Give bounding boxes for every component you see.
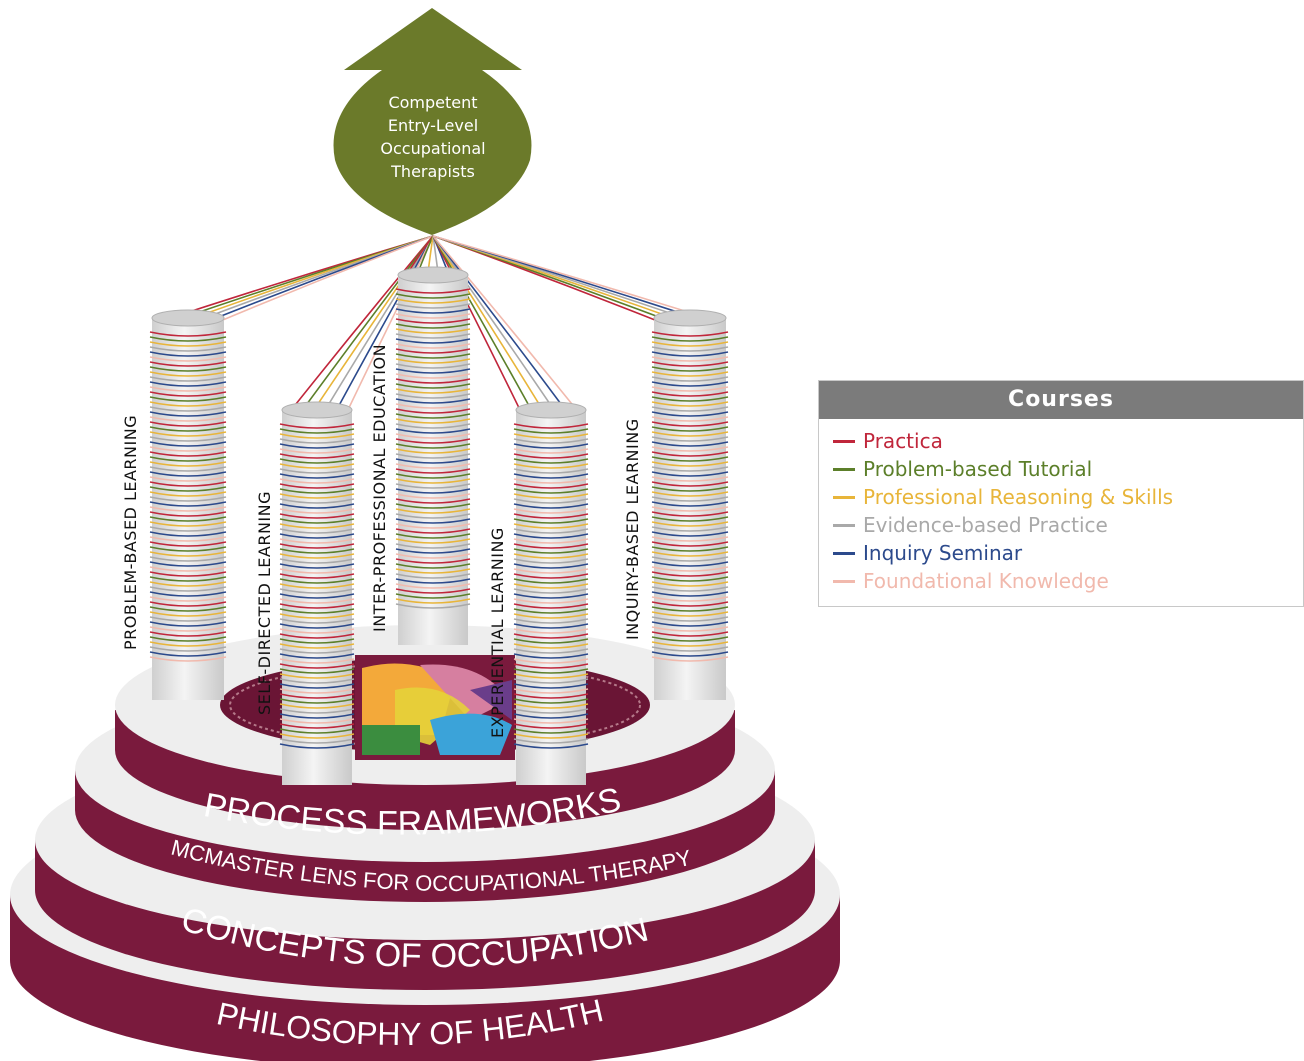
- course-thread: [217, 235, 434, 323]
- legend-swatch: [833, 551, 855, 555]
- pillar-label-inter-professional-education: INTER-PROFESSIONAL EDUCATION: [370, 344, 389, 632]
- legend-title: Courses: [819, 381, 1303, 419]
- course-thread: [432, 235, 697, 323]
- goal-line-4: Therapists: [390, 162, 475, 181]
- legend-label: Foundational Knowledge: [863, 569, 1109, 593]
- legend-label: Professional Reasoning & Skills: [863, 485, 1174, 509]
- legend-swatch: [833, 467, 855, 471]
- legend-swatch: [833, 579, 855, 583]
- legend-item: Evidence-based Practice: [833, 511, 1303, 539]
- course-thread: [432, 235, 570, 415]
- course-thread: [432, 235, 535, 415]
- goal-line-2: Entry-Level: [388, 116, 478, 135]
- goal-shape: Competent Entry-Level Occupational Thera…: [333, 8, 532, 235]
- legend-item: Inquiry Seminar: [833, 539, 1303, 567]
- course-thread: [333, 235, 434, 415]
- legend-swatch: [833, 439, 855, 443]
- goal-line-3: Occupational: [380, 139, 485, 158]
- pillar-label-problem-based-learning: PROBLEM-BASED LEARNING: [121, 415, 140, 650]
- legend-swatch: [833, 523, 855, 527]
- pillar-label-experiential-learning: EXPERIENTIAL LEARNING: [488, 527, 507, 738]
- course-thread: [432, 235, 546, 415]
- pillar: [513, 401, 589, 785]
- course-thread: [287, 235, 434, 415]
- pillar: [651, 309, 729, 700]
- course-thread: [432, 235, 523, 415]
- legend-item: Foundational Knowledge: [833, 567, 1303, 595]
- legend-label: Evidence-based Practice: [863, 513, 1108, 537]
- legend-item: Professional Reasoning & Skills: [833, 483, 1303, 511]
- course-thread: [298, 235, 434, 415]
- course-thread: [432, 235, 558, 415]
- pillar-label-inquiry-based-learning: INQUIRY-BASED LEARNING: [623, 418, 642, 640]
- legend-label: Practica: [863, 429, 943, 453]
- pillar: [279, 401, 355, 785]
- pillar-label-self-directed-learning: SELF-DIRECTED LEARNING: [255, 491, 274, 715]
- pillar: [395, 266, 471, 645]
- legend-label: Inquiry Seminar: [863, 541, 1023, 565]
- goal-line-1: Competent: [388, 93, 477, 112]
- pillars: [149, 266, 729, 785]
- pillar: [149, 309, 227, 700]
- legend-label: Problem-based Tutorial: [863, 457, 1093, 481]
- course-thread: [432, 235, 721, 323]
- legend-swatch: [833, 495, 855, 499]
- course-thread: [432, 235, 581, 415]
- course-thread: [345, 235, 434, 415]
- legend-item: Problem-based Tutorial: [833, 455, 1303, 483]
- course-thread: [322, 235, 434, 415]
- legend-item: Practica: [833, 427, 1303, 455]
